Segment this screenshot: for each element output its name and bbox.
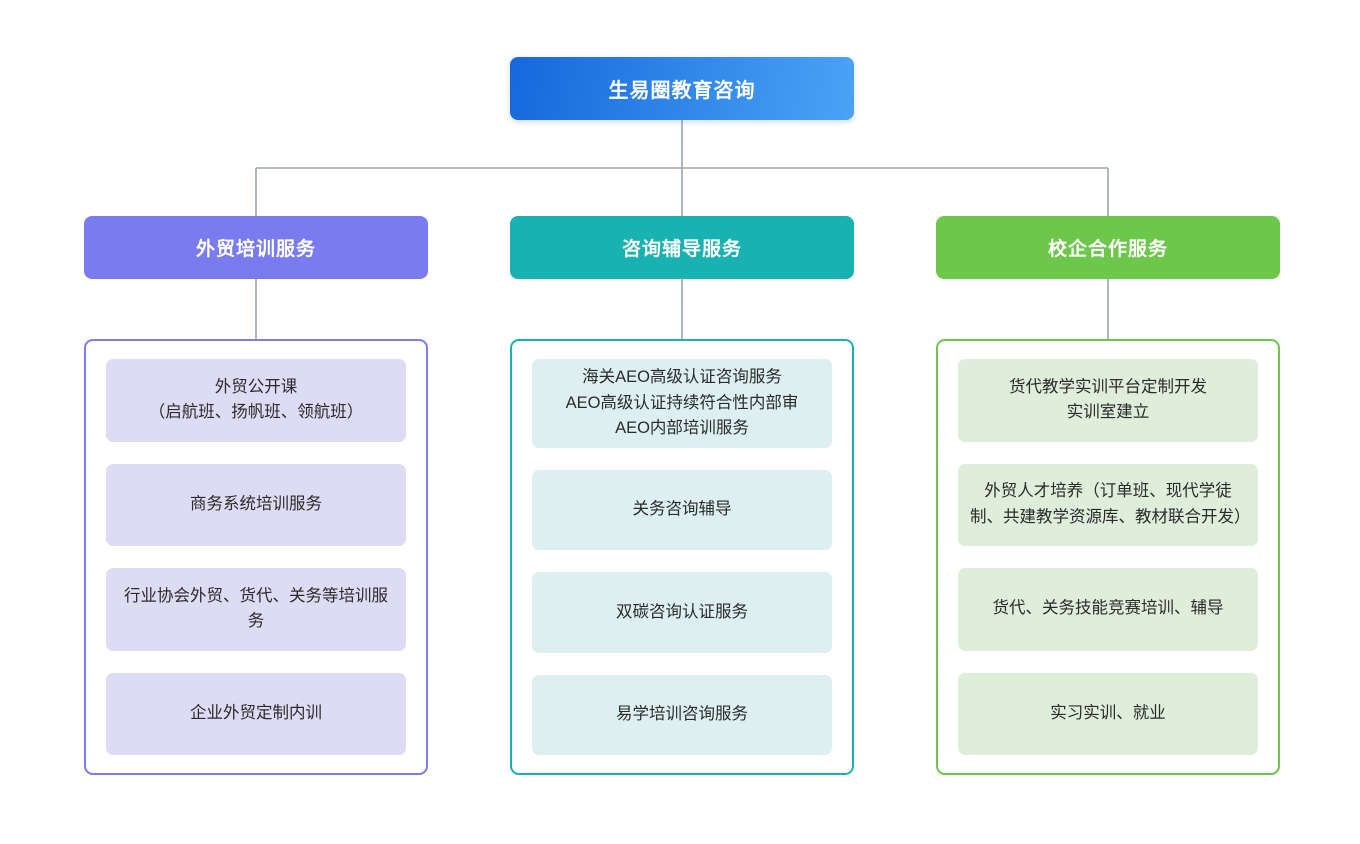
branch-column-foreign-trade-training: 外贸培训服务 外贸公开课 （启航班、扬帆班、领航班） 商务系统培训服务 行业协会… <box>84 216 428 775</box>
service-card[interactable]: 易学培训咨询服务 <box>532 674 832 755</box>
branch-body-school-enterprise-cooperation: 货代教学实训平台定制开发 实训室建立 外贸人才培养（订单班、现代学徒制、共建教学… <box>936 339 1280 775</box>
service-card[interactable]: 海关AEO高级认证咨询服务 AEO高级认证持续符合性内部审 AEO内部培训服务 <box>532 359 832 448</box>
branch-body-consulting-tutoring: 海关AEO高级认证咨询服务 AEO高级认证持续符合性内部审 AEO内部培训服务 … <box>510 339 854 775</box>
service-card[interactable]: 商务系统培训服务 <box>106 463 406 546</box>
service-card[interactable]: 企业外贸定制内训 <box>106 672 406 755</box>
branch-header-consulting-tutoring[interactable]: 咨询辅导服务 <box>510 216 854 279</box>
branch-header-school-enterprise-cooperation[interactable]: 校企合作服务 <box>936 216 1280 279</box>
branch-body-foreign-trade-training: 外贸公开课 （启航班、扬帆班、领航班） 商务系统培训服务 行业协会外贸、货代、关… <box>84 339 428 775</box>
service-card[interactable]: 双碳咨询认证服务 <box>532 572 832 653</box>
service-card[interactable]: 外贸公开课 （启航班、扬帆班、领航班） <box>106 359 406 442</box>
branch-column-school-enterprise-cooperation: 校企合作服务 货代教学实训平台定制开发 实训室建立 外贸人才培养（订单班、现代学… <box>936 216 1280 775</box>
service-card[interactable]: 行业协会外贸、货代、关务等培训服务 <box>106 568 406 651</box>
service-card[interactable]: 实习实训、就业 <box>958 672 1258 755</box>
branch-column-consulting-tutoring: 咨询辅导服务 海关AEO高级认证咨询服务 AEO高级认证持续符合性内部审 AEO… <box>510 216 854 775</box>
service-card[interactable]: 货代教学实训平台定制开发 实训室建立 <box>958 359 1258 442</box>
service-card[interactable]: 货代、关务技能竞赛培训、辅导 <box>958 568 1258 651</box>
service-card[interactable]: 关务咨询辅导 <box>532 469 832 551</box>
service-card[interactable]: 外贸人才培养（订单班、现代学徒制、共建教学资源库、教材联合开发） <box>958 463 1258 546</box>
root-node[interactable]: 生易圈教育咨询 <box>510 57 854 120</box>
branch-header-foreign-trade-training[interactable]: 外贸培训服务 <box>84 216 428 279</box>
